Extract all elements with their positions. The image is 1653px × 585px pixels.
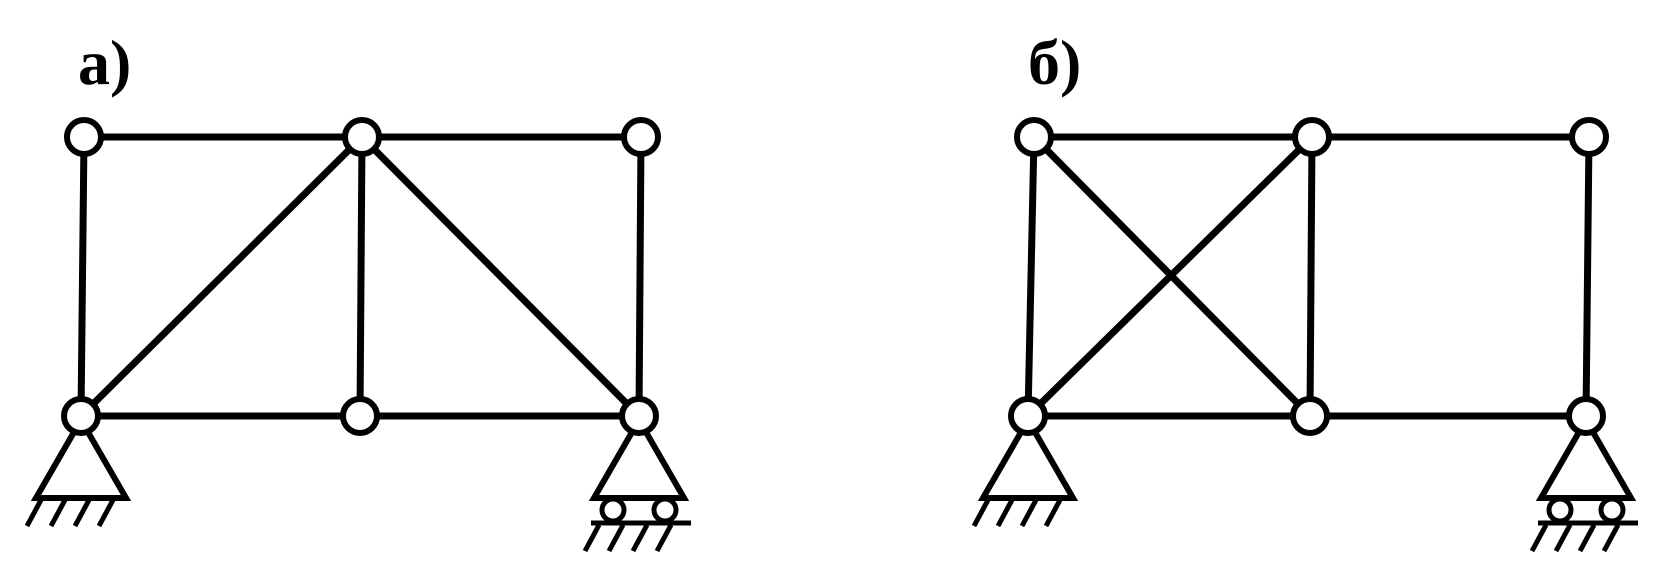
truss-joint — [621, 117, 661, 157]
ground-hatch — [1043, 498, 1063, 528]
truss-joint — [342, 117, 382, 157]
ground-hatch — [1601, 523, 1621, 553]
truss-member — [77, 133, 88, 420]
truss-joint — [1292, 117, 1332, 157]
ground-hatch — [606, 523, 626, 553]
support-triangle — [30, 413, 132, 501]
truss-member — [358, 133, 643, 420]
truss-member — [1024, 133, 1038, 420]
ground-hatch — [1577, 523, 1597, 553]
truss-joint — [340, 396, 380, 436]
roller-wheel — [651, 496, 679, 524]
truss-member — [1582, 133, 1593, 420]
truss-panel-a: а) — [24, 27, 691, 553]
panel-label-a: а) — [78, 27, 131, 98]
support-roller-a — [582, 413, 691, 553]
support-pinned-b — [971, 413, 1079, 528]
ground-hatch — [582, 523, 602, 553]
truss-joint — [1566, 396, 1606, 436]
truss-joint — [1290, 396, 1330, 436]
ground-hatch — [72, 498, 92, 528]
support-triangle — [977, 413, 1079, 501]
ground-hatch — [995, 498, 1015, 528]
ground-hatch — [1529, 523, 1549, 553]
support-triangle — [588, 413, 690, 501]
ground-hatch — [96, 498, 116, 528]
roller-wheel — [599, 496, 627, 524]
ground-hatch — [1553, 523, 1573, 553]
truss-joint — [64, 117, 104, 157]
truss-joint — [619, 396, 659, 436]
truss-panel-b: б) — [971, 27, 1638, 553]
ground-hatch — [630, 523, 650, 553]
truss-member — [1024, 133, 1316, 420]
truss-member — [635, 133, 645, 420]
truss-member — [77, 133, 366, 420]
roller-wheel — [1546, 496, 1574, 524]
truss-joint — [61, 396, 101, 436]
truss-member — [1306, 133, 1316, 420]
panel-label-b: б) — [1028, 27, 1081, 98]
truss-joint — [1569, 117, 1609, 157]
ground-hatch — [1019, 498, 1039, 528]
ground-hatch — [971, 498, 991, 528]
support-pinned-a — [24, 413, 132, 528]
truss-member — [356, 133, 366, 420]
roller-wheel — [1598, 496, 1626, 524]
truss-joint — [1014, 117, 1054, 157]
ground-hatch — [48, 498, 68, 528]
ground-hatch — [654, 523, 674, 553]
truss-joint — [1008, 396, 1048, 436]
support-triangle — [1535, 413, 1637, 501]
support-roller-b — [1529, 413, 1638, 553]
ground-hatch — [24, 498, 44, 528]
